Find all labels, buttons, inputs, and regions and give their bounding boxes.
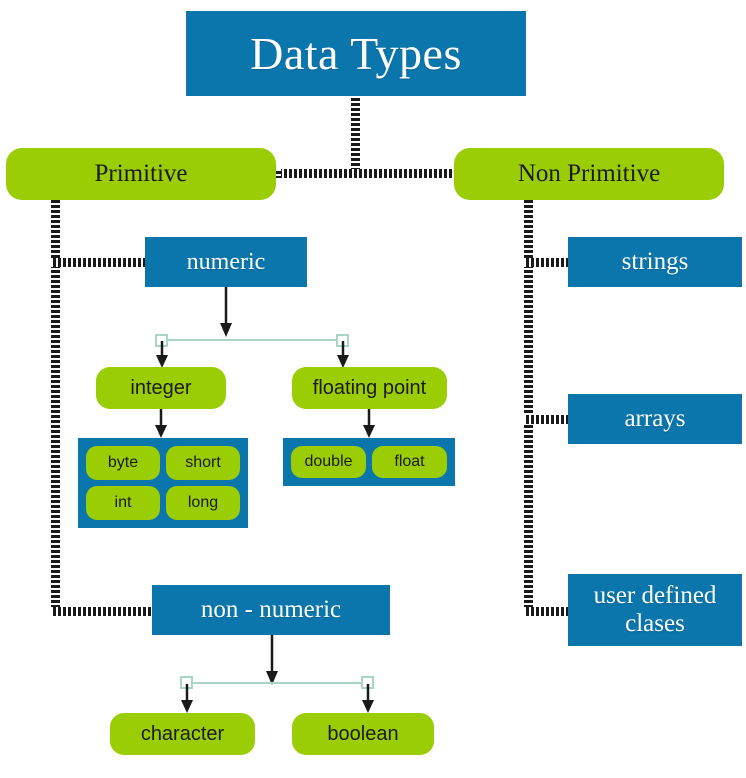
node-long: long <box>166 486 240 520</box>
connector-branch-numeric <box>51 258 151 267</box>
node-non-primitive: Non Primitive <box>454 148 724 200</box>
node-double: double <box>291 446 366 478</box>
arrow-non-numeric-to-character <box>181 684 193 713</box>
node-user-defined-clases: user defined clases <box>568 574 742 646</box>
node-strings: strings <box>568 237 742 287</box>
node-byte: byte <box>86 446 160 480</box>
split-bar-non-numeric <box>188 682 368 684</box>
arrow-integer-to-types <box>155 409 167 438</box>
connector-branch-strings <box>524 258 574 267</box>
node-arrays: arrays <box>568 394 742 444</box>
group-integer-types: byte short int long <box>78 438 248 528</box>
arrow-numeric-down <box>220 287 232 337</box>
node-character: character <box>110 713 255 755</box>
node-int: int <box>86 486 160 520</box>
connector-branch-non-numeric <box>51 607 159 616</box>
connector-title-bus <box>272 169 520 178</box>
node-float: float <box>372 446 447 478</box>
node-short: short <box>166 446 240 480</box>
arrow-non-numeric-down <box>266 635 278 685</box>
node-integer: integer <box>96 367 226 409</box>
node-boolean: boolean <box>292 713 434 755</box>
connector-title-stem <box>351 96 360 174</box>
arrow-non-numeric-to-boolean <box>362 684 374 713</box>
arrow-floating-point-to-types <box>363 409 375 438</box>
connector-branch-arrays <box>524 415 574 424</box>
node-primitive: Primitive <box>6 148 276 200</box>
connector-primitive-spine <box>51 198 60 616</box>
connector-nonprimitive-spine <box>524 198 533 616</box>
connector-branch-user-defined <box>524 607 574 616</box>
split-bar-numeric <box>162 339 342 341</box>
node-data-types-title: Data Types <box>186 11 526 96</box>
user-defined-line-2: clases <box>625 610 685 637</box>
group-float-types: double float <box>283 438 455 486</box>
arrow-numeric-to-floating-point <box>337 341 349 368</box>
node-floating-point: floating point <box>292 367 447 409</box>
arrow-numeric-to-integer <box>156 341 168 368</box>
connector-primitive-drop <box>272 169 281 178</box>
node-numeric: numeric <box>145 237 307 287</box>
node-non-numeric: non - numeric <box>152 585 390 635</box>
user-defined-line-1: user defined <box>593 582 717 609</box>
